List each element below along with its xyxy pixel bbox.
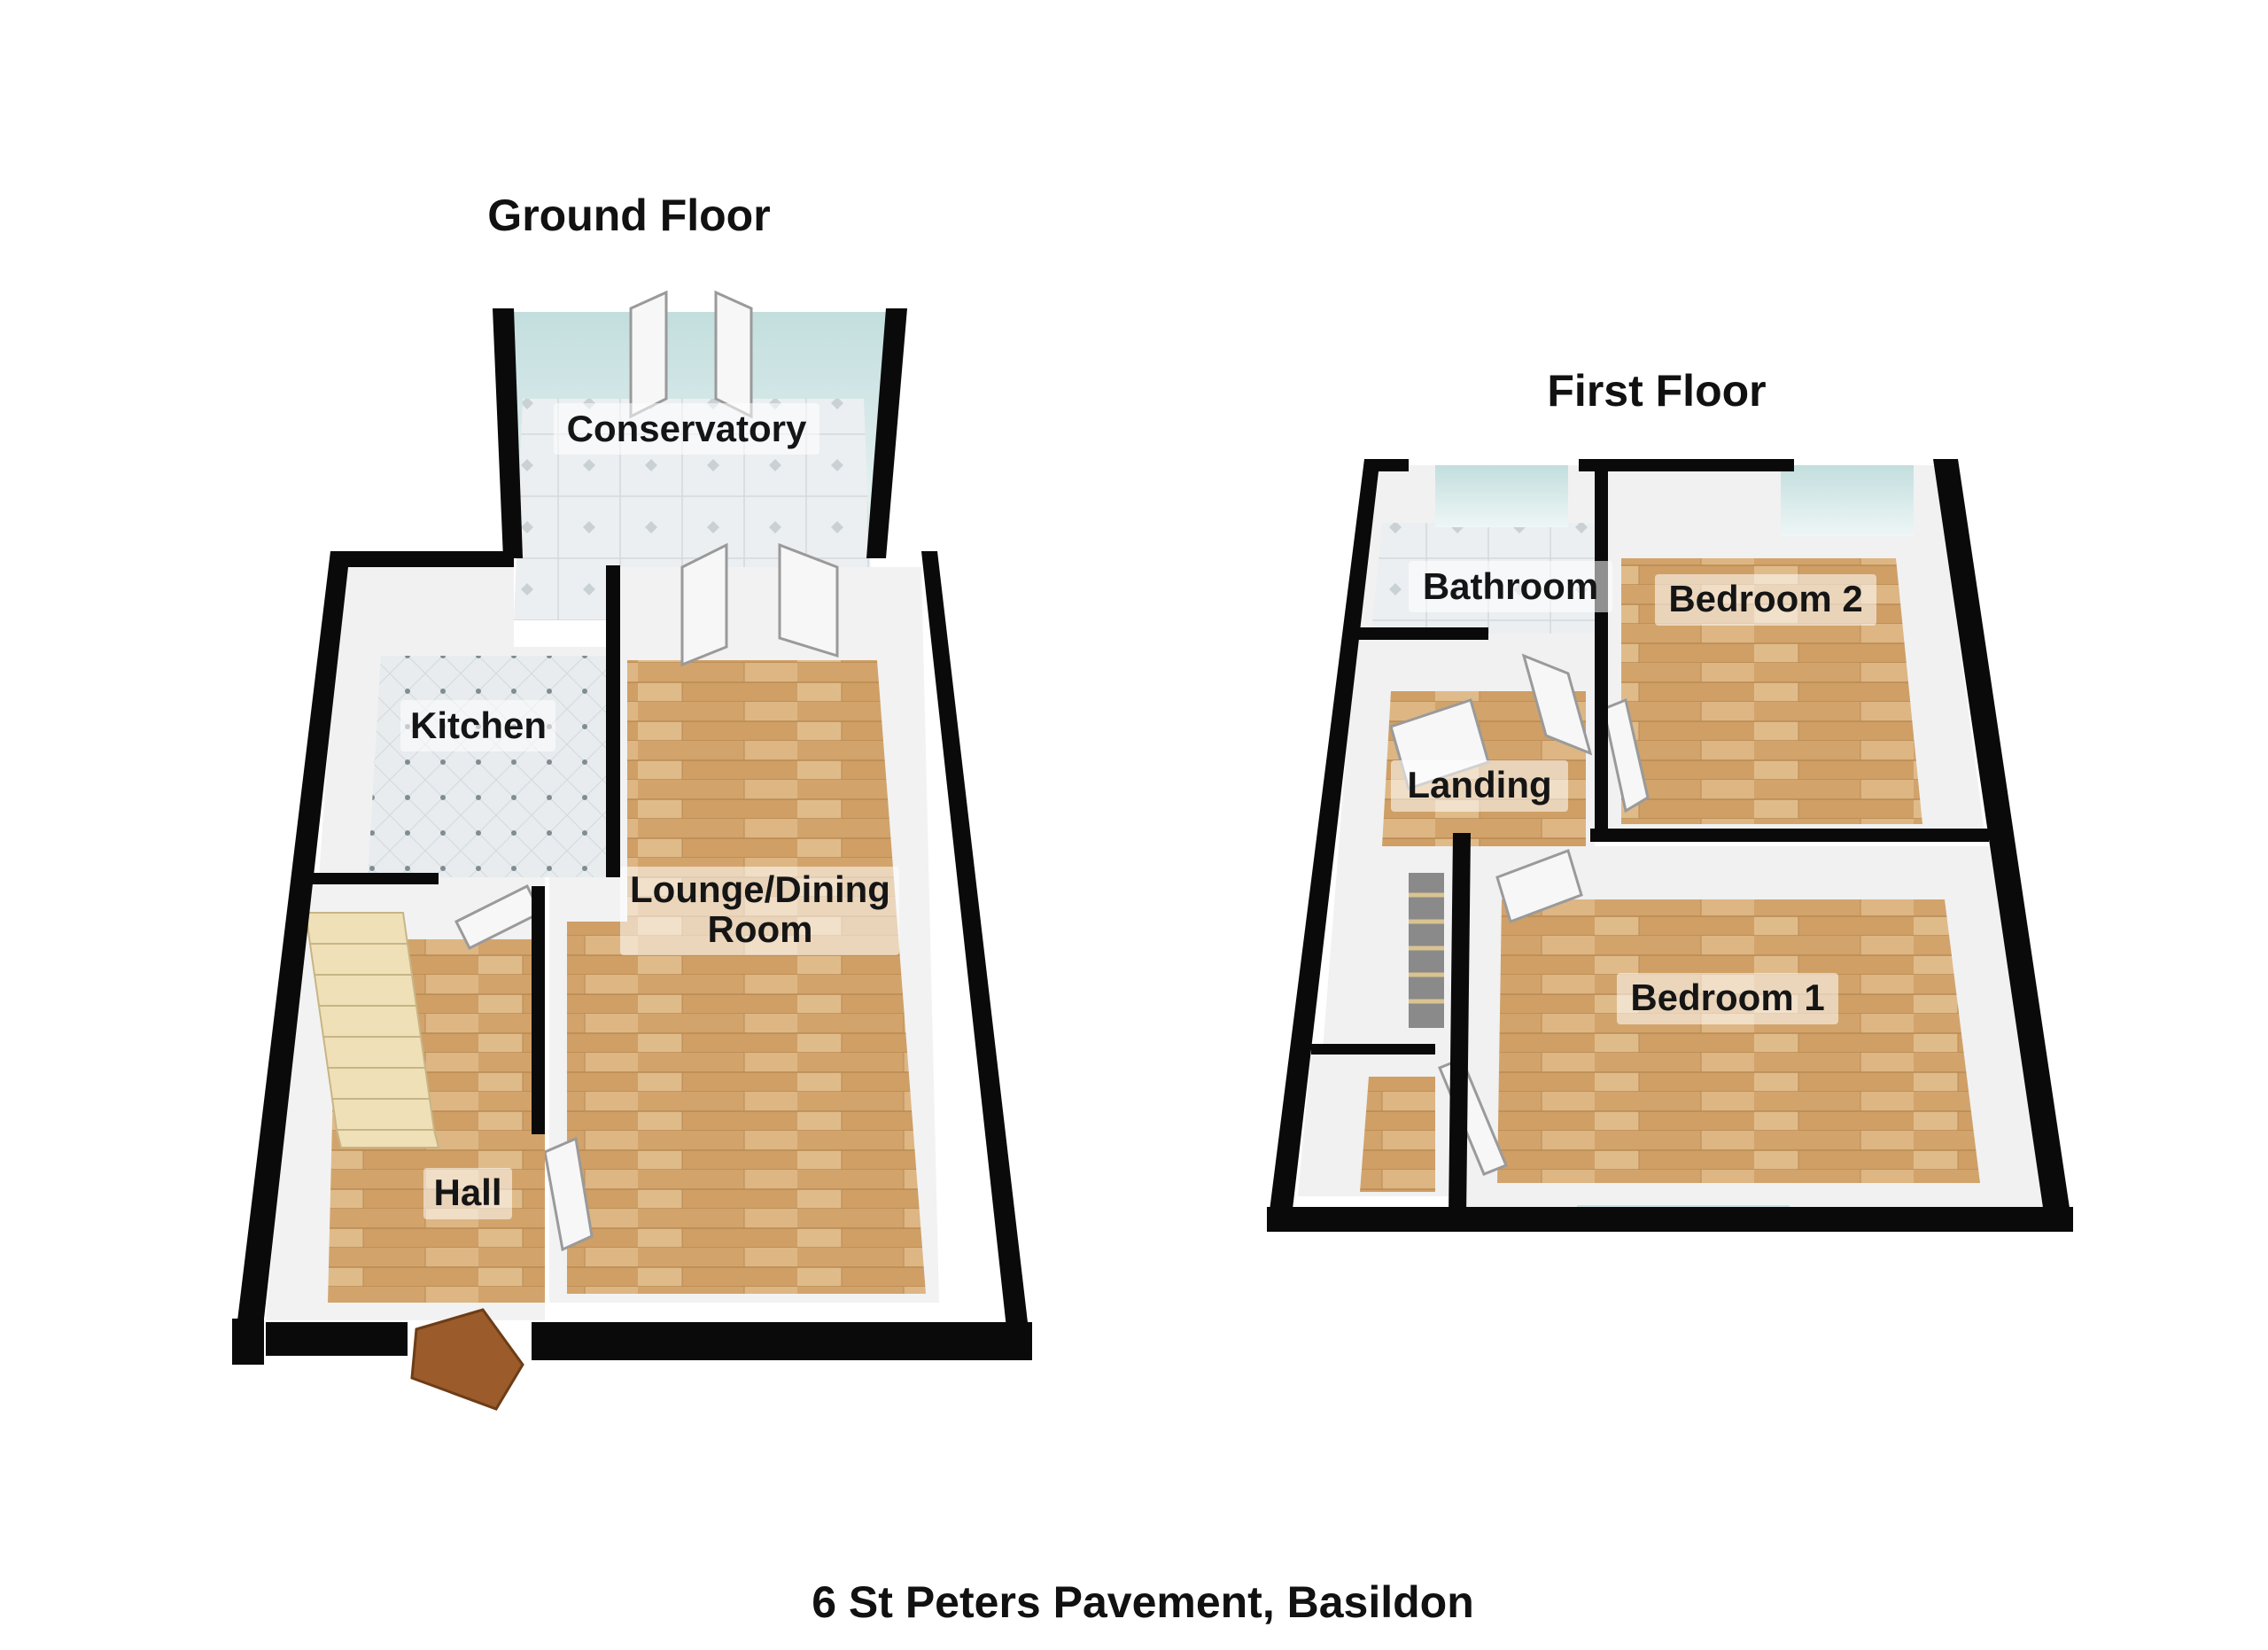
landing-label-bg <box>1391 760 1568 812</box>
kitchen-floor <box>368 656 611 877</box>
ground-inner-wall-hall-lounge <box>532 886 545 1134</box>
first-inner-wall-landing-bed1 <box>1449 833 1471 1218</box>
ground-outer-wall-right <box>921 551 1032 1360</box>
first-floor-staircase <box>1409 873 1444 1028</box>
lounge-conservatory-door-left[interactable] <box>680 542 728 667</box>
landing-label: Landing <box>1407 764 1551 806</box>
first-front-wall <box>1267 1207 2073 1232</box>
french-door-left[interactable] <box>629 290 668 419</box>
bedroom2-door[interactable] <box>1602 697 1650 813</box>
ground-floor-plan: Conservatory Kitchen Lounge/Dining Room … <box>232 290 1032 1411</box>
first-inner-wall-bath-bed2 <box>1595 465 1608 833</box>
french-door-right[interactable] <box>714 290 753 419</box>
bedroom1-floor <box>1497 899 1980 1183</box>
kitchen-label-bg <box>400 700 555 751</box>
conservatory-label: Conservatory <box>567 408 807 449</box>
bedroom2-label-bg <box>1655 574 1876 626</box>
front-door[interactable] <box>410 1308 524 1411</box>
conservatory-left-wall <box>493 308 523 558</box>
lounge-label-line1: Lounge/Dining <box>630 868 890 910</box>
lounge-label-bg <box>620 867 899 955</box>
hall-label: Hall <box>433 1171 501 1213</box>
ground-inner-wall-kitchen-lounge <box>606 565 620 877</box>
first-inner-wall-cupboard <box>1311 1044 1435 1055</box>
lounge-hall-door[interactable] <box>543 1136 594 1252</box>
bedroom1-door[interactable] <box>1495 849 1583 923</box>
bathroom-door[interactable] <box>1521 653 1593 756</box>
bedroom2-window <box>1781 465 1914 536</box>
kitchen-label: Kitchen <box>410 704 547 746</box>
lounge-conservatory-door-right[interactable] <box>778 542 839 658</box>
lounge-label-line2: Room <box>708 908 813 950</box>
first-inner-wall-bath-landing <box>1347 627 1488 640</box>
store-cupboard <box>1298 1050 1435 1196</box>
ground-wall-corner-left <box>232 1319 264 1365</box>
property-address: 6 St Peters Pavement, Basildon <box>812 1577 1474 1627</box>
ground-outer-wall-left <box>232 551 514 1365</box>
ground-inner-wall-kitchen-hall <box>306 873 439 884</box>
first-rear-wall-mid <box>1579 459 1794 471</box>
ground-floor-title: Ground Floor <box>487 191 770 240</box>
hall-label-bg <box>423 1168 512 1219</box>
lounge-floor <box>567 660 926 1294</box>
cupboard-floor <box>1360 1077 1435 1192</box>
ground-front-wall-right <box>532 1322 1032 1360</box>
conservatory-label-bg <box>554 403 819 455</box>
conservatory-right-wall <box>866 308 907 558</box>
first-outer-wall-left <box>1267 459 1409 1232</box>
ground-front-wall-left <box>266 1322 408 1356</box>
bathroom-label: Bathroom <box>1423 565 1598 607</box>
staircase <box>304 912 440 1148</box>
bedroom-1 <box>1438 846 2060 1219</box>
bedroom1-label-bg <box>1617 973 1838 1024</box>
first-outer-wall-right <box>1933 459 2073 1232</box>
bathroom-label-bg <box>1409 561 1612 612</box>
bedroom-2 <box>1602 465 1984 833</box>
bedroom2-label: Bedroom 2 <box>1668 578 1862 619</box>
bathroom-window <box>1435 465 1568 527</box>
first-floor-plan: Bathroom Bedroom 2 Landing Bedroom 1 <box>1267 459 2073 1232</box>
bedroom1-label: Bedroom 1 <box>1630 977 1824 1018</box>
first-inner-wall-bed2-bed1 <box>1590 829 1989 842</box>
first-floor-title: First Floor <box>1547 366 1766 416</box>
